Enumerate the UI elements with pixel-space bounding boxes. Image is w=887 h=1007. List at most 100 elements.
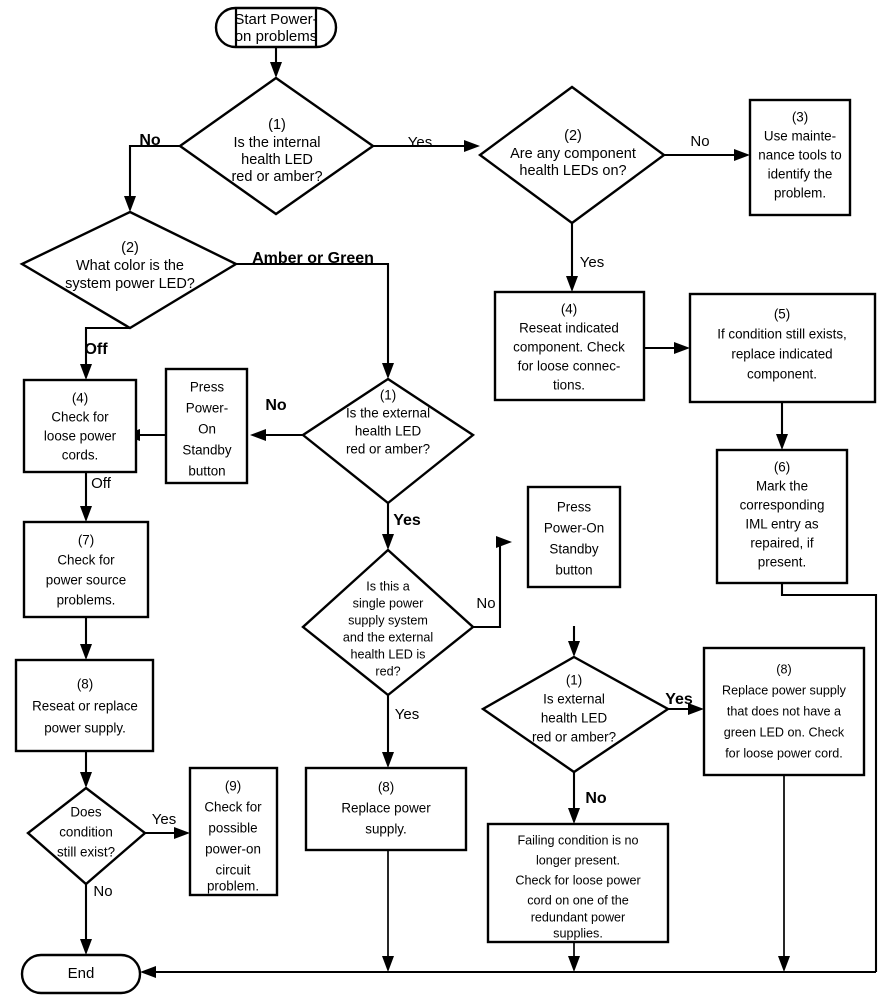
label-d1-no: No: [139, 132, 161, 149]
arrow-p8nogreen-to-end: [778, 956, 790, 972]
conn-p6-to-end: [780, 583, 878, 972]
failing-condition-box: [486, 822, 670, 944]
single-supply-line3: supply system: [348, 613, 428, 627]
component-leds-diamond: [477, 85, 667, 225]
label-amber-green: Amber or Green: [252, 250, 374, 267]
failing-line1: Failing condition is no: [517, 833, 638, 847]
conn-power-led-off: [84, 326, 130, 368]
conn-d1-no: [128, 144, 180, 200]
label-single-yes: Yes: [395, 706, 419, 723]
replace-component-line2: replace indicated: [731, 347, 832, 362]
arrow-cond-no: [80, 939, 92, 955]
label-cords-off: Off: [91, 475, 112, 492]
system-power-led-ref: (2): [121, 240, 139, 256]
single-supply-line5: health LED is: [351, 647, 426, 661]
mark-iml-line1: Mark the: [756, 479, 808, 494]
power-on-circuit-line5: problem.: [207, 879, 259, 894]
maint-tools-ref: (3): [792, 110, 808, 125]
start-terminator-shape: [214, 6, 338, 49]
arrow-p4-to-p5: [674, 342, 690, 354]
standby-left-line1: Press: [190, 380, 225, 395]
external-led-ref: (1): [380, 388, 396, 403]
mark-iml-line3: IML entry as: [745, 517, 818, 532]
reseat-component-line2: component. Check: [513, 340, 625, 355]
arrow-d1-yes: [464, 140, 480, 152]
power-source-box: [22, 520, 150, 619]
internal-led-diamond: [177, 76, 376, 216]
node-process-power-on-circuit: (9) Check for possible power-on circuit …: [188, 766, 279, 897]
label-extled2-no: No: [585, 790, 607, 807]
single-supply-diamond: [301, 548, 475, 697]
reseat-replace-line1: Reseat or replace: [32, 699, 138, 714]
label-extled-no: No: [265, 397, 287, 414]
arrow-extled2-no: [568, 808, 580, 824]
reseat-component-ref: (4): [561, 302, 577, 317]
replace-no-green-line3: green LED on. Check: [724, 725, 845, 739]
connector-layer: [80, 47, 878, 978]
mark-iml-box: [715, 448, 849, 585]
condition-line2: condition: [59, 825, 113, 840]
standby-left-line3: On: [198, 422, 216, 437]
arrow-cond-yes: [174, 827, 190, 839]
reseat-replace-supply-box: [14, 658, 155, 753]
node-process-replace-no-green-led: (8) Replace power supply that does not h…: [702, 646, 866, 777]
node-process-maintenance-tools: (3) Use mainte- nance tools to identify …: [748, 98, 852, 217]
start-label-line1: Start Power-: [234, 11, 317, 28]
check-cords-line2: loose power: [44, 429, 117, 444]
external-led-diamond: [300, 377, 476, 505]
power-on-circuit-line2: possible: [208, 821, 257, 836]
node-process-power-source: (7) Check for power source problems.: [22, 520, 150, 619]
power-source-line1: Check for: [57, 553, 115, 568]
node-decision-external-health-led-2: (1) Is external health LED red or amber?: [480, 655, 671, 774]
check-cords-ref: (4): [72, 391, 88, 406]
node-decision-internal-health-led: (1) Is the internal health LED red or am…: [177, 76, 376, 216]
label-d1-yes: Yes: [408, 134, 432, 151]
condition-line1: Does: [70, 805, 102, 820]
label-extled-yes: Yes: [393, 512, 421, 529]
power-source-line2: power source: [46, 573, 126, 588]
arrow-extled2-yes: [688, 703, 704, 715]
maint-tools-line2: nance tools to: [758, 148, 841, 163]
reseat-component-line1: Reseat indicated: [519, 321, 619, 336]
node-decision-condition-still-exists: Does condition still exist?: [26, 786, 147, 886]
condition-exists-diamond: [26, 786, 147, 886]
arrow-start-to-d1: [270, 62, 282, 78]
external-led-line3: red or amber?: [346, 442, 430, 457]
node-decision-component-health-leds: (2) Are any component health LEDs on?: [477, 85, 667, 225]
arrow-p7-to-p8: [80, 644, 92, 660]
replace-component-ref: (5): [774, 307, 790, 322]
system-power-led-diamond: [19, 210, 239, 330]
node-process-replace-power-supply: (8) Replace power supply.: [304, 766, 468, 852]
single-supply-line2: single power: [353, 596, 424, 610]
power-source-line3: problems.: [57, 593, 116, 608]
mark-iml-line4: repaired, if: [750, 536, 814, 551]
arrow-standbymid-to-extled2: [568, 641, 580, 657]
replace-supply-line1: Replace power: [341, 801, 431, 816]
arrow-extled-no: [250, 429, 266, 441]
node-start: Start Power- on problems: [214, 6, 338, 49]
mark-iml-ref: (6): [774, 460, 790, 475]
mark-iml-line2: corresponding: [740, 498, 825, 513]
arrow-single-yes: [382, 752, 394, 768]
arrow-d2comp-yes: [566, 276, 578, 292]
external-led-2-ref: (1): [566, 673, 582, 688]
arrow-d1-no: [124, 196, 136, 212]
replace-power-supply-box: [304, 766, 468, 852]
reseat-replace-ref: (8): [77, 677, 93, 692]
arrow-single-no: [496, 536, 512, 548]
standby-left-line4: Standby: [182, 443, 231, 458]
node-process-press-standby-left: Press Power- On Standby button: [164, 367, 249, 485]
replace-no-green-line4: for loose power cord.: [725, 746, 843, 760]
arrow-p8replace-to-end: [382, 956, 394, 972]
node-end: End: [20, 953, 142, 995]
standby-mid-line1: Press: [557, 500, 592, 515]
replace-no-green-ref: (8): [776, 662, 791, 676]
failing-line6: supplies.: [553, 926, 603, 940]
arrow-failing-to-end: [568, 956, 580, 972]
node-process-reseat-component: (4) Reseat indicated component. Check fo…: [493, 290, 646, 402]
check-cords-line1: Check for: [51, 410, 109, 425]
reseat-component-line4: tions.: [553, 378, 585, 393]
start-label-line2: on problems: [235, 28, 318, 45]
label-d2comp-yes: Yes: [580, 254, 604, 271]
